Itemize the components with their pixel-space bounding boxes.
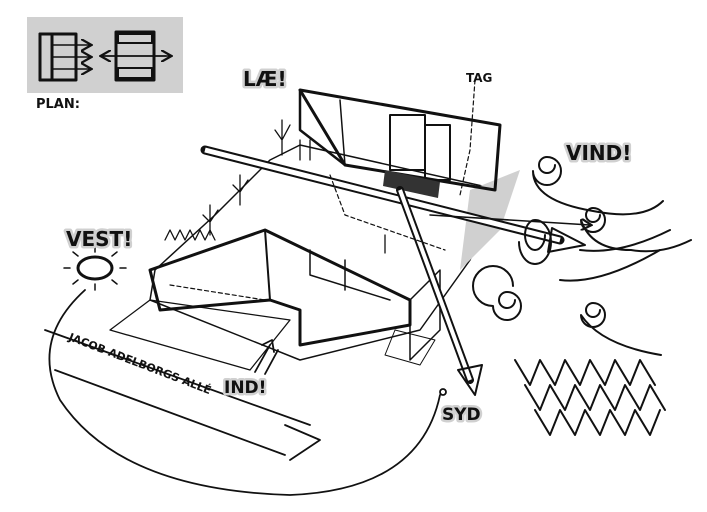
lower-building — [109, 228, 441, 371]
street — [44, 289, 447, 496]
lae-label: LÆ! — [243, 67, 287, 91]
syd-label: SYD — [442, 405, 481, 425]
plan-diagram — [27, 17, 183, 93]
upper-building — [298, 88, 502, 198]
street-name-label: JACOB ADELBORGS ALLÉ — [66, 330, 213, 397]
entry-arrow-icon — [254, 339, 279, 375]
vest-label: VEST! — [66, 227, 132, 251]
vind-label: VIND! — [566, 141, 631, 165]
trees — [164, 119, 386, 254]
ind-label: IND! — [224, 378, 266, 398]
waves — [514, 359, 666, 436]
wind-swirls — [472, 156, 692, 356]
plan-label: PLAN: — [36, 97, 80, 112]
sun-icon — [63, 245, 127, 291]
tag-label: TAG — [466, 71, 492, 85]
wind-arrows — [200, 79, 590, 396]
